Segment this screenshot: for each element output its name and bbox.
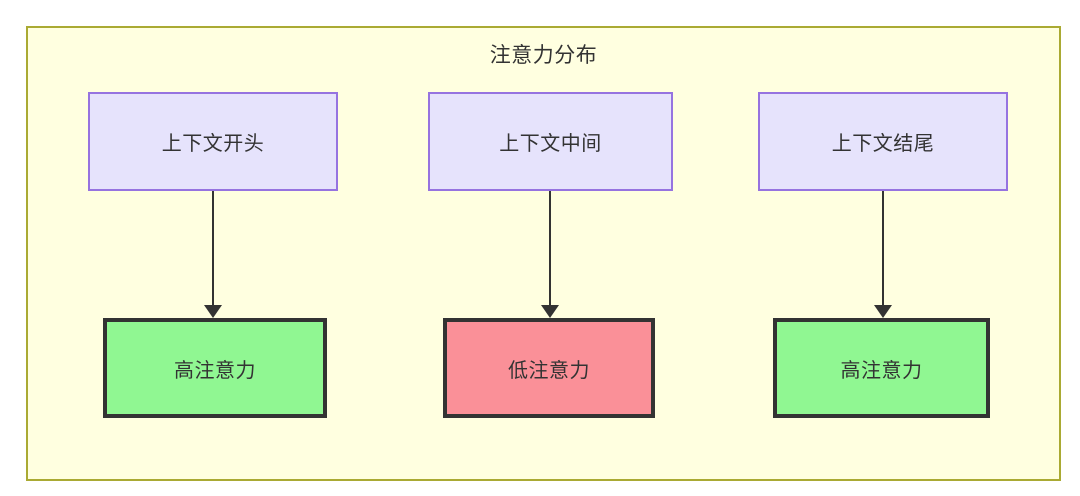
source-box-label: 上下文开头: [161, 133, 265, 155]
result-box-low-attention-middle[interactable]: 低注意力: [443, 318, 655, 418]
source-box-context-start[interactable]: 上下文开头: [88, 92, 338, 191]
source-box-context-middle[interactable]: 上下文中间: [428, 92, 673, 191]
result-box-label: 低注意力: [508, 359, 590, 382]
result-box-high-attention-end[interactable]: 高注意力: [773, 318, 990, 418]
arrow-down-icon-context-start: [204, 305, 222, 318]
source-box-context-end[interactable]: 上下文结尾: [758, 92, 1008, 191]
arrow-down-icon-context-middle: [541, 305, 559, 318]
source-box-label: 上下文中间: [499, 133, 602, 155]
result-box-high-attention-start[interactable]: 高注意力: [103, 318, 327, 418]
arrow-line-context-middle: [549, 191, 551, 305]
arrow-line-context-start: [212, 191, 214, 305]
result-box-label: 高注意力: [840, 359, 923, 382]
diagram-title: 注意力分布: [489, 44, 598, 67]
arrow-line-context-end: [882, 191, 884, 305]
diagram-frame: 注意力分布 上下文开头 高注意力 上下文中间 低注意力 上下文结尾 高注意力: [26, 26, 1061, 481]
source-box-label: 上下文结尾: [831, 133, 935, 155]
arrow-down-icon-context-end: [874, 305, 892, 318]
result-box-label: 高注意力: [174, 359, 256, 382]
